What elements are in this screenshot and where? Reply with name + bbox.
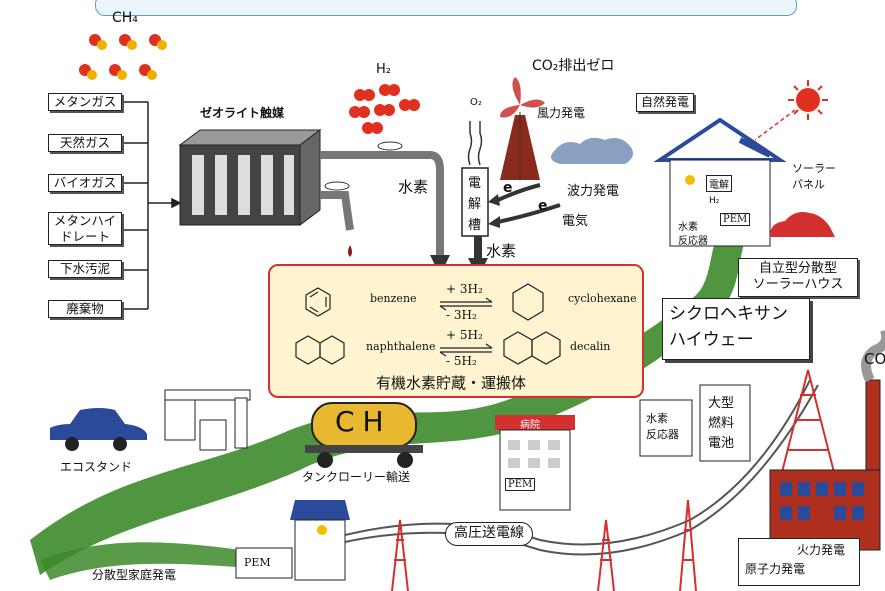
wave-power-label: 波力発電 <box>567 184 620 199</box>
electricity-label: 電気 <box>562 214 589 229</box>
fuel-cell-label-1: 大型 <box>708 396 735 411</box>
h2-label: H₂ <box>376 62 391 77</box>
home-house <box>235 500 350 581</box>
decalin-label: decalin <box>570 340 611 353</box>
house-pem-label: PEM <box>720 213 751 226</box>
tanker-label: タンクローリー輸送 <box>302 470 411 484</box>
co-edge-label: CO <box>864 350 885 368</box>
red-car <box>770 212 835 237</box>
wave-cloud <box>551 137 634 164</box>
eco-stand <box>164 389 251 451</box>
home-gen-label: 分散型家庭発電 <box>92 568 177 582</box>
solar-house <box>653 117 787 247</box>
feedstock-biogas: バイオガス <box>48 174 122 192</box>
power-lines <box>344 379 819 556</box>
blue-car <box>50 408 147 440</box>
electricity-arrow-wave <box>497 203 561 224</box>
fuel-cell-label-2: 燃料 <box>708 416 735 431</box>
reaction1-minus: - 3H₂ <box>446 308 477 322</box>
electron-label-2: e <box>538 198 548 214</box>
solar-house-line-2: ソーラーハウス <box>752 277 844 293</box>
o2-label: O₂ <box>470 97 482 108</box>
reaction1-plus: + 3H₂ <box>446 282 483 296</box>
house-reactor-label-2: 反応器 <box>678 236 708 247</box>
factory <box>769 330 885 551</box>
hydrogen-storage-panel: benzene + 3H₂ - 3H₂ cyclohexane naphthal… <box>268 264 644 398</box>
feed-bracket <box>122 101 182 310</box>
methane-molecules <box>79 34 167 80</box>
eco-stand-label: エコスタンド <box>60 460 133 474</box>
home-pem-label: PEM <box>244 556 271 569</box>
electrolysis-char-1: 電 <box>468 176 482 191</box>
cyclohexane-ring <box>512 283 544 321</box>
top-banner <box>95 0 797 16</box>
tank-ch-label: CH <box>335 405 392 438</box>
house-h2-label: H₂ <box>709 196 720 206</box>
solar-panel-label-1: ソーラー <box>792 162 836 175</box>
h2-molecules <box>349 84 420 134</box>
fuel-cell-building <box>699 384 751 462</box>
plant-reactor-label-2: 反応器 <box>646 428 679 441</box>
reaction2-plus: + 5H₂ <box>446 328 483 342</box>
liquid-pipe <box>320 191 354 231</box>
oxygen-arrows <box>467 121 483 166</box>
thermal-nuclear-box: 火力発電 原子力発電 <box>738 538 860 586</box>
benzene-ring <box>305 287 331 317</box>
wind-power-label: 風力発電 <box>537 106 586 120</box>
electrolysis-char-3: 槽 <box>468 218 482 233</box>
hospital-building <box>495 415 575 511</box>
reaction-structures <box>295 283 561 365</box>
feedstock-methane: メタンガス <box>48 93 122 111</box>
electricity-arrow-wind <box>497 183 541 202</box>
natural-power-box: 自然発電 <box>636 93 695 112</box>
zeolite-label: ゼオライト触媒 <box>200 106 285 120</box>
electrolysis-char-2: 解 <box>468 197 482 212</box>
solar-panel-label-2: パネル <box>792 178 825 191</box>
fuel-cell-label-3: 電池 <box>708 436 735 451</box>
power-line-box: 高圧送電線 <box>445 522 533 546</box>
reactor-building <box>639 399 693 457</box>
solar-house-line-1: 自立型分散型 <box>758 261 837 276</box>
thermal-label: 火力発電 <box>797 543 846 557</box>
zeolite-catalyst <box>178 129 322 226</box>
decalin-rings <box>503 331 561 365</box>
feedstock-methane-hydrate: メタンハイドレート <box>48 212 122 246</box>
cyclohexane-highway-river <box>30 200 760 575</box>
wind-turbine <box>500 77 545 180</box>
naphthalene-rings <box>295 335 345 365</box>
house-reactor-label-1: 水素 <box>678 222 698 233</box>
feedstock-sewage: 下水汚泥 <box>48 260 122 278</box>
cyclohexane-highway-box: シクロヘキサン ハイウェー <box>662 298 810 360</box>
hydrogen-label-1: 水素 <box>398 178 429 196</box>
highway-line-2: ハイウェー <box>669 330 754 350</box>
ch4-label: CH₄ <box>112 10 138 26</box>
naphthalene-label: naphthalene <box>366 340 436 353</box>
highway-line-1: シクロヘキサン <box>669 304 788 324</box>
benzene-label: benzene <box>370 292 417 305</box>
hospital-pem-label: PEM <box>505 478 536 491</box>
plant-reactor-label-1: 水素 <box>646 412 668 425</box>
storage-title: 有機水素貯蔵・運搬体 <box>376 374 527 392</box>
co2-zero-label: CO₂排出ゼロ <box>532 58 615 74</box>
electron-label-1: e <box>503 180 513 196</box>
feedstock-waste: 廃棄物 <box>48 300 122 318</box>
solar-house-box: 自立型分散型 ソーラーハウス <box>738 258 858 297</box>
equilibrium-arrows <box>439 297 493 357</box>
home-river-branch <box>40 542 280 580</box>
hospital-label: 病院 <box>520 420 540 431</box>
sun-icon <box>754 80 828 141</box>
transmission-towers <box>391 369 837 591</box>
reaction2-minus: - 5H₂ <box>446 354 477 368</box>
cyclohexane-label: cyclohexane <box>568 292 637 305</box>
hydrogen-pipe <box>320 151 444 255</box>
house-electrolysis-label: 電解 <box>706 175 732 192</box>
nuclear-label: 原子力発電 <box>745 562 806 576</box>
tanker-truck <box>305 402 423 468</box>
feedstock-natural-gas: 天然ガス <box>48 134 122 152</box>
hydrogen-label-2: 水素 <box>486 242 517 260</box>
